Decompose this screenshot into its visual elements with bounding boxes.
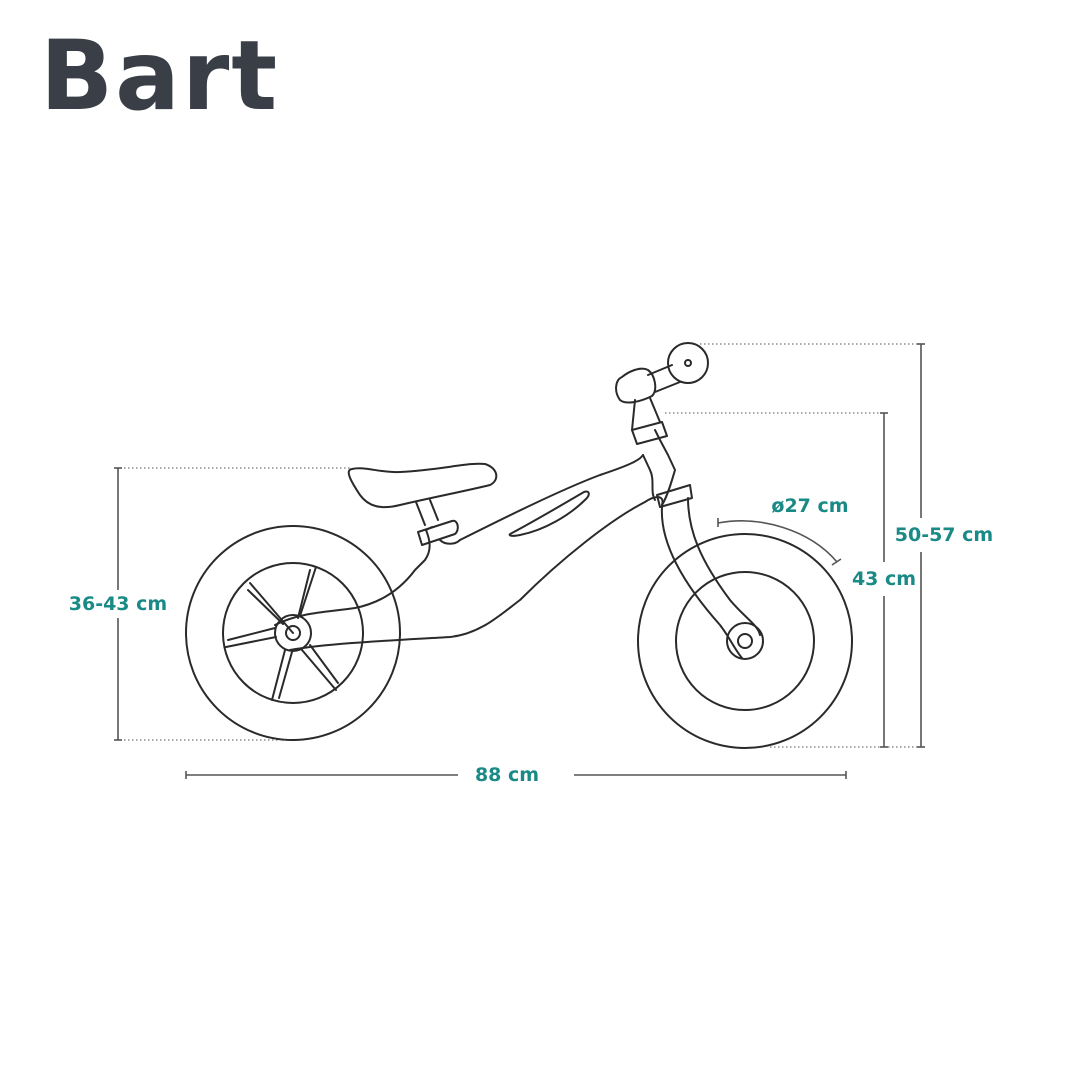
handlebar-grip bbox=[667, 342, 709, 384]
handlebar-height-dimension bbox=[700, 343, 925, 748]
frame-cutout bbox=[508, 490, 590, 537]
wheel-diameter-dimension bbox=[717, 518, 842, 566]
rear-wheel bbox=[185, 525, 401, 741]
seat-post bbox=[415, 499, 439, 526]
frame-height-label: 43 cm bbox=[852, 568, 916, 590]
front-fork bbox=[656, 484, 761, 659]
product-title: Bart bbox=[40, 20, 280, 132]
head-tube bbox=[642, 429, 676, 506]
wheel-diameter-label: ø27 cm bbox=[771, 495, 848, 517]
seat-clamp bbox=[417, 519, 459, 546]
balance-bike-illustration bbox=[185, 342, 853, 749]
frame-height-dimension bbox=[665, 412, 888, 748]
seat-height-dimension bbox=[114, 467, 350, 741]
seat-height-label: 36-43 cm bbox=[69, 593, 167, 615]
dimension-labels: 36-43 cm 88 cm ø27 cm 43 cm 50-57 cm bbox=[69, 495, 993, 786]
length-label: 88 cm bbox=[475, 764, 539, 786]
dimension-lines bbox=[114, 343, 925, 779]
frame bbox=[274, 454, 664, 651]
handlebar-height-label: 50-57 cm bbox=[895, 524, 993, 546]
front-wheel bbox=[637, 533, 853, 749]
seat bbox=[347, 462, 498, 509]
handlebar-stem bbox=[631, 397, 661, 431]
length-dimension bbox=[185, 771, 847, 779]
